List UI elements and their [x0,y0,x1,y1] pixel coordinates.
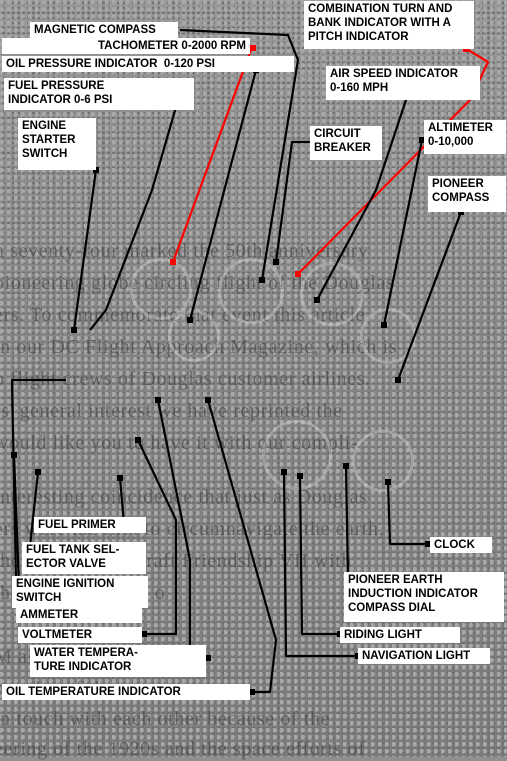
leader-endpoint [135,437,141,443]
leader-endpoint [250,45,256,51]
leader-endpoint [297,473,303,479]
label-circuit-breaker: CIRCUIT BREAKER [310,126,382,160]
article-line: pioneering globe circling flight of the … [0,272,395,294]
article-line: eering of the 1920s and the space effort… [0,738,366,760]
leader-fuel-tank-selector [28,471,40,547]
leader-endpoint [259,277,265,283]
label-fuel-tank-selector: FUEL TANK SEL- ECTOR VALVE [22,542,146,574]
leader-endpoint [381,322,387,328]
leader-endpoint [463,46,469,52]
leader-fuel-primer [118,477,126,525]
leader-air-speed [316,93,410,301]
leader-pioneer-earth [344,465,350,581]
leader-oil-temperature [206,399,278,694]
leader-endpoint [93,167,99,173]
leader-endpoint [281,469,287,475]
label-water-temperature: WATER TEMPERA- TURE INDICATOR [30,645,206,677]
leader-endpoint [425,541,431,547]
label-ammeter: AMMETER [16,607,142,623]
leader-endpoint [385,479,391,485]
leader-endpoint [419,137,425,143]
leader-endpoint [314,297,320,303]
leader-endpoint [155,397,161,403]
instrument-dial [218,258,284,324]
article-line: in touch with each other because of the [0,708,331,730]
leader-water-temperature [156,399,208,660]
label-riding-light: RIDING LIGHT [340,627,460,643]
label-magnetic-compass: MAGNETIC COMPASS [30,22,178,38]
label-clock: CLOCK [430,537,492,553]
leader-endpoint [187,317,193,323]
leader-fuel-pressure [89,106,178,331]
label-navigation-light: NAVIGATION LIGHT [358,648,490,664]
instrument-dial [168,310,220,362]
leader-endpoint [71,327,77,333]
leader-riding-light [298,475,340,636]
leader-endpoint [205,397,211,403]
label-fuel-primer: FUEL PRIMER [34,517,146,533]
leader-voltmeter [137,439,178,636]
instrument-dial [130,258,192,320]
leader-endpoint [458,209,464,215]
label-combination-turn: COMBINATION TURN AND BANK INDICATOR WITH… [304,1,474,49]
leader-endpoint [141,631,147,637]
label-engine-starter: ENGINE STARTER SWITCH [18,118,96,170]
leader-magnetic-compass [179,28,300,281]
label-air-speed: AIR SPEED INDICATOR 0-160 MPH [326,66,480,100]
instrument-dial [352,430,414,492]
leader-pioneer-compass [396,211,463,381]
label-altimeter: ALTIMETER 0-10,000 [424,120,506,154]
leader-endpoint [343,463,349,469]
leader-endpoint [295,271,301,277]
leader-engine-ignition [10,378,66,581]
leader-endpoint [205,655,211,661]
leader-endpoint [273,259,279,265]
leader-oil-pressure [188,69,258,321]
leader-clock [386,481,428,546]
leader-endpoint [170,259,176,265]
label-pioneer-earth: PIONEER EARTH INDUCTION INDICATOR COMPAS… [344,572,504,622]
label-pioneer-compass: PIONEER COMPASS [428,176,506,212]
leader-navigation-light [282,471,358,658]
label-oil-pressure: OIL PRESSURE INDICATOR 0-120 PSI [2,56,294,72]
label-engine-ignition: ENGINE IGNITION SWITCH [12,576,148,608]
article-line: interesting coincidence that just as Dou… [0,486,368,508]
leader-endpoint [249,689,255,695]
article-line: rs' general interest we have reprinted t… [0,400,343,422]
leader-endpoint [117,475,123,481]
leader-endpoint [11,452,17,458]
article-line: o flight crews of Douglas customer airli… [0,368,371,390]
leader-engine-starter [72,169,98,331]
leader-endpoint [395,377,401,383]
label-fuel-pressure: FUEL PRESSURE INDICATOR 0-6 PSI [4,78,194,110]
instrument-dial [262,420,332,490]
label-oil-temperature: OIL TEMPERATURE INDICATOR [2,684,250,700]
label-tachometer: TACHOMETER 0-2000 RPM [2,38,250,54]
leader-endpoint [35,469,41,475]
leader-tachometer [171,46,254,263]
instrument-dial [300,262,364,326]
leader-circuit-breaker [274,140,312,263]
label-voltmeter: VOLTMETER [18,627,142,643]
leader-altimeter [382,139,424,326]
